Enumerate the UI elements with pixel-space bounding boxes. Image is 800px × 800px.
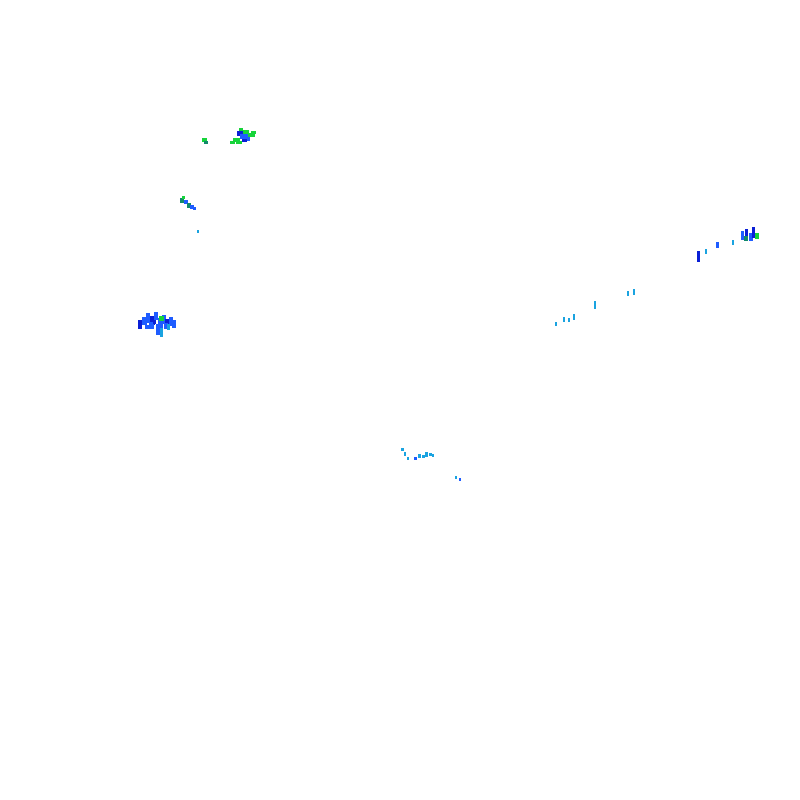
- point-marker: [401, 448, 404, 451]
- point-marker: [245, 137, 250, 141]
- point-marker: [744, 236, 748, 241]
- point-marker: [568, 318, 570, 322]
- point-marker: [158, 318, 163, 330]
- point-marker: [164, 323, 168, 329]
- point-marker: [429, 453, 432, 456]
- cluster-northwest-a: [202, 128, 256, 144]
- point-marker: [149, 322, 154, 329]
- point-marker: [138, 320, 142, 329]
- point-marker: [156, 324, 160, 335]
- point-marker: [573, 314, 575, 320]
- point-marker: [755, 233, 759, 239]
- point-marker: [749, 233, 753, 241]
- point-marker: [404, 452, 406, 456]
- cluster-west: [138, 312, 176, 337]
- point-marker: [455, 476, 457, 479]
- point-marker: [732, 240, 734, 245]
- point-marker: [204, 141, 208, 144]
- point-marker: [202, 138, 207, 142]
- point-marker: [236, 141, 242, 144]
- point-marker: [705, 249, 707, 254]
- point-marker: [240, 134, 248, 139]
- point-marker: [197, 230, 199, 233]
- point-marker: [187, 203, 191, 208]
- point-marker: [422, 455, 425, 458]
- point-marker: [180, 198, 184, 203]
- point-marker: [142, 317, 147, 325]
- point-marker: [169, 317, 173, 326]
- cluster-northwest-b: [180, 196, 199, 233]
- point-marker: [425, 452, 428, 457]
- point-marker: [150, 316, 155, 325]
- point-marker: [697, 251, 700, 262]
- point-marker: [184, 200, 188, 204]
- point-marker: [251, 131, 256, 134]
- point-marker: [563, 317, 565, 322]
- point-marker: [167, 324, 170, 330]
- point-marker: [145, 325, 149, 329]
- point-marker: [741, 231, 744, 240]
- point-marker: [242, 139, 247, 142]
- point-marker: [146, 313, 150, 323]
- point-marker: [182, 196, 185, 199]
- point-marker: [243, 130, 249, 134]
- point-marker: [459, 478, 461, 481]
- point-marker: [230, 141, 235, 144]
- point-marker: [237, 131, 243, 136]
- point-marker: [432, 454, 434, 457]
- point-marker: [414, 457, 417, 460]
- point-marker: [752, 227, 755, 238]
- point-marker: [418, 454, 421, 458]
- point-marker: [716, 242, 719, 248]
- point-marker: [160, 328, 163, 337]
- point-marker: [190, 205, 194, 209]
- cluster-east-line: [555, 227, 759, 326]
- point-marker: [633, 289, 635, 295]
- point-marker: [594, 301, 596, 309]
- point-marker: [627, 291, 629, 296]
- point-marker: [233, 138, 240, 142]
- point-marker: [555, 322, 557, 326]
- cluster-center: [401, 448, 461, 481]
- point-marker: [193, 207, 196, 210]
- point-marker: [153, 320, 156, 324]
- point-marker: [248, 133, 255, 137]
- point-marker: [407, 457, 409, 460]
- point-marker: [159, 316, 164, 321]
- point-marker: [745, 229, 748, 241]
- point-marker: [154, 312, 158, 320]
- point-marker: [239, 128, 243, 131]
- point-marker: [172, 320, 176, 328]
